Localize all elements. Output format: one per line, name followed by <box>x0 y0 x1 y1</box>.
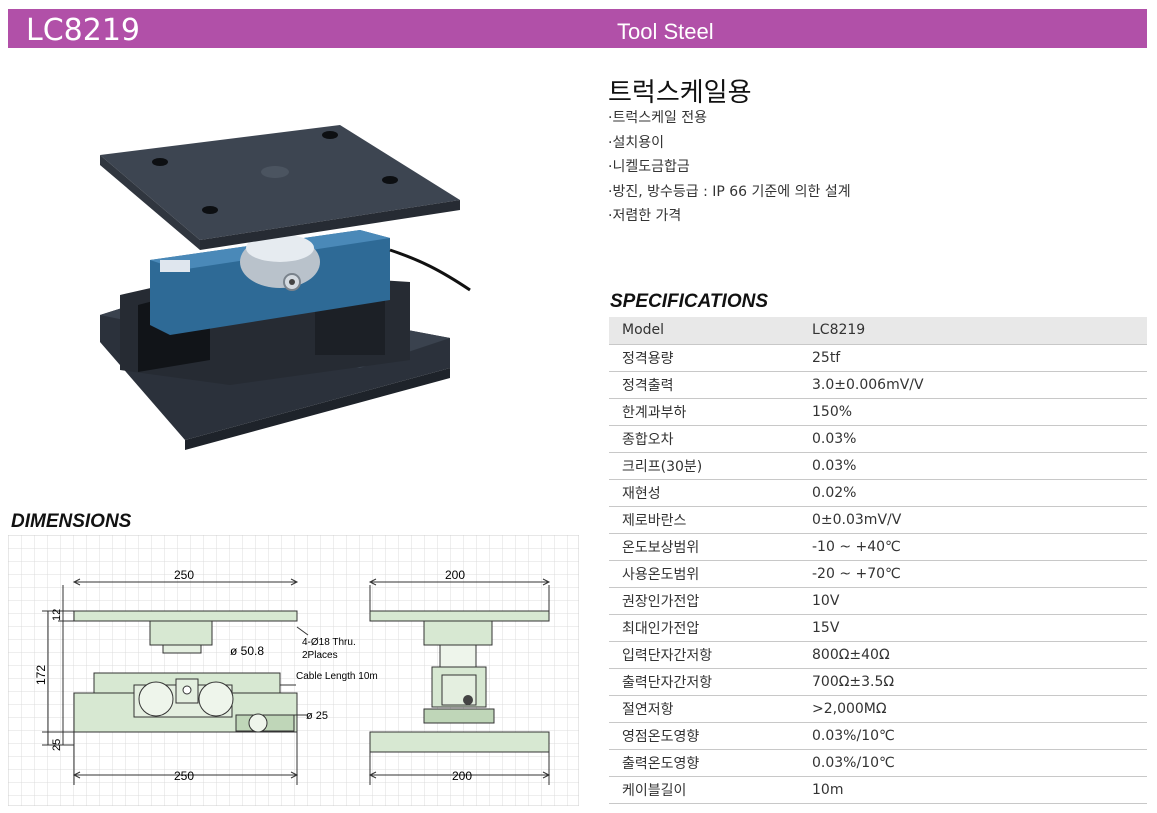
feature-item: ·방진, 방수등급 : IP 66 기준에 의한 설계 <box>608 183 851 200</box>
product-photo <box>100 125 471 450</box>
table-row: 사용온도범위-20 ~ +70℃ <box>609 560 1147 588</box>
dimensions-heading: DIMENSIONS <box>11 511 132 532</box>
table-cell-value: 0±0.03mV/V <box>799 506 1147 534</box>
side-bottom-width: 200 <box>452 769 472 783</box>
table-cell-label: 온도보상범위 <box>609 533 799 561</box>
side-top-width: 200 <box>445 568 465 582</box>
table-cell-label: 권장인가전압 <box>609 587 799 615</box>
table-cell-value: 0.03%/10℃ <box>799 722 1147 750</box>
material-label: Tool Steel <box>617 19 714 44</box>
pin-diameter: ø 25 <box>306 710 328 722</box>
plate-thickness: 12 <box>51 609 63 621</box>
table-cell-label: 출력단자간저항 <box>609 668 799 696</box>
table-cell-value: 15V <box>799 614 1147 642</box>
table-cell-label: 종합오차 <box>609 425 799 453</box>
front-bottom-width: 250 <box>174 769 194 783</box>
table-cell-value: 25tf <box>799 344 1147 372</box>
table-cell-label: Model <box>609 317 799 345</box>
table-cell-value: 10m <box>799 776 1147 804</box>
holes-line1: 4-Ø18 Thru. <box>302 637 356 648</box>
table-cell-label: 최대인가전압 <box>609 614 799 642</box>
feature-item: ·저렴한 가격 <box>608 208 682 224</box>
table-cell-label: 재현성 <box>609 479 799 507</box>
table-cell-label: 크리프(30분) <box>609 452 799 480</box>
table-cell-label: 제로바란스 <box>609 506 799 534</box>
specifications-heading: SPECIFICATIONS <box>610 291 768 312</box>
table-cell-value: 0.03% <box>799 425 1147 453</box>
table-header-row: Model LC8219 <box>609 317 1147 345</box>
table-cell-value: 10V <box>799 587 1147 615</box>
ball-diameter: ø 50.8 <box>230 644 264 658</box>
table-cell-label: 한계과부하 <box>609 398 799 426</box>
table-row: 크리프(30분)0.03% <box>609 452 1147 480</box>
table-cell-label: 사용온도범위 <box>609 560 799 588</box>
table-cell-value: -10 ~ +40℃ <box>799 533 1147 561</box>
table-cell-label: 정격용량 <box>609 344 799 372</box>
feature-item: ·트럭스케일 전용 <box>608 110 708 126</box>
table-cell-value: 800Ω±40Ω <box>799 641 1147 669</box>
feature-list: ·트럭스케일 전용 ·설치용이 ·니켈도금합금 ·방진, 방수등급 : IP 6… <box>608 108 851 231</box>
table-cell-label: 정격출력 <box>609 371 799 399</box>
table-cell-value: 150% <box>799 398 1147 426</box>
dimension-drawing: 250 250 12 172 25 ø 50.8 4-Ø18 Thru. 2Pl… <box>8 535 579 806</box>
total-height: 172 <box>34 665 48 685</box>
bolt-head <box>463 695 473 705</box>
table-row: 온도보상범위-10 ~ +40℃ <box>609 533 1147 561</box>
table-cell-value: 0.02% <box>799 479 1147 507</box>
base-height: 25 <box>51 739 63 751</box>
table-cell-value: 700Ω±3.5Ω <box>799 668 1147 696</box>
table-cell-value: -20 ~ +70℃ <box>799 560 1147 588</box>
table-row: 절연저항>2,000MΩ <box>609 695 1147 723</box>
table-cell-value: LC8219 <box>799 317 1147 345</box>
table-cell-label: 입력단자간저항 <box>609 641 799 669</box>
holes-line2: 2Places <box>302 650 338 661</box>
table-cell-value: 0.03% <box>799 452 1147 480</box>
header-bar: LC8219 Tool Steel <box>8 9 1147 48</box>
model-code: LC8219 <box>26 13 141 48</box>
front-top-width: 250 <box>174 568 194 582</box>
table-cell-label: 영점온도영향 <box>609 722 799 750</box>
product-title: 트럭스케일용 <box>608 78 752 108</box>
table-cell-value: 0.03%/10℃ <box>799 749 1147 777</box>
feature-item: ·니켈도금합금 <box>608 159 690 175</box>
table-cell-label: 케이블길이 <box>609 776 799 804</box>
feature-item: ·설치용이 <box>608 134 664 151</box>
cable-length: Cable Length 10m <box>296 671 378 682</box>
table-cell-label: 출력온도영향 <box>609 749 799 777</box>
table-cell-value: >2,000MΩ <box>799 695 1147 723</box>
table-cell-value: 3.0±0.006mV/V <box>799 371 1147 399</box>
table-cell-label: 절연저항 <box>609 695 799 723</box>
